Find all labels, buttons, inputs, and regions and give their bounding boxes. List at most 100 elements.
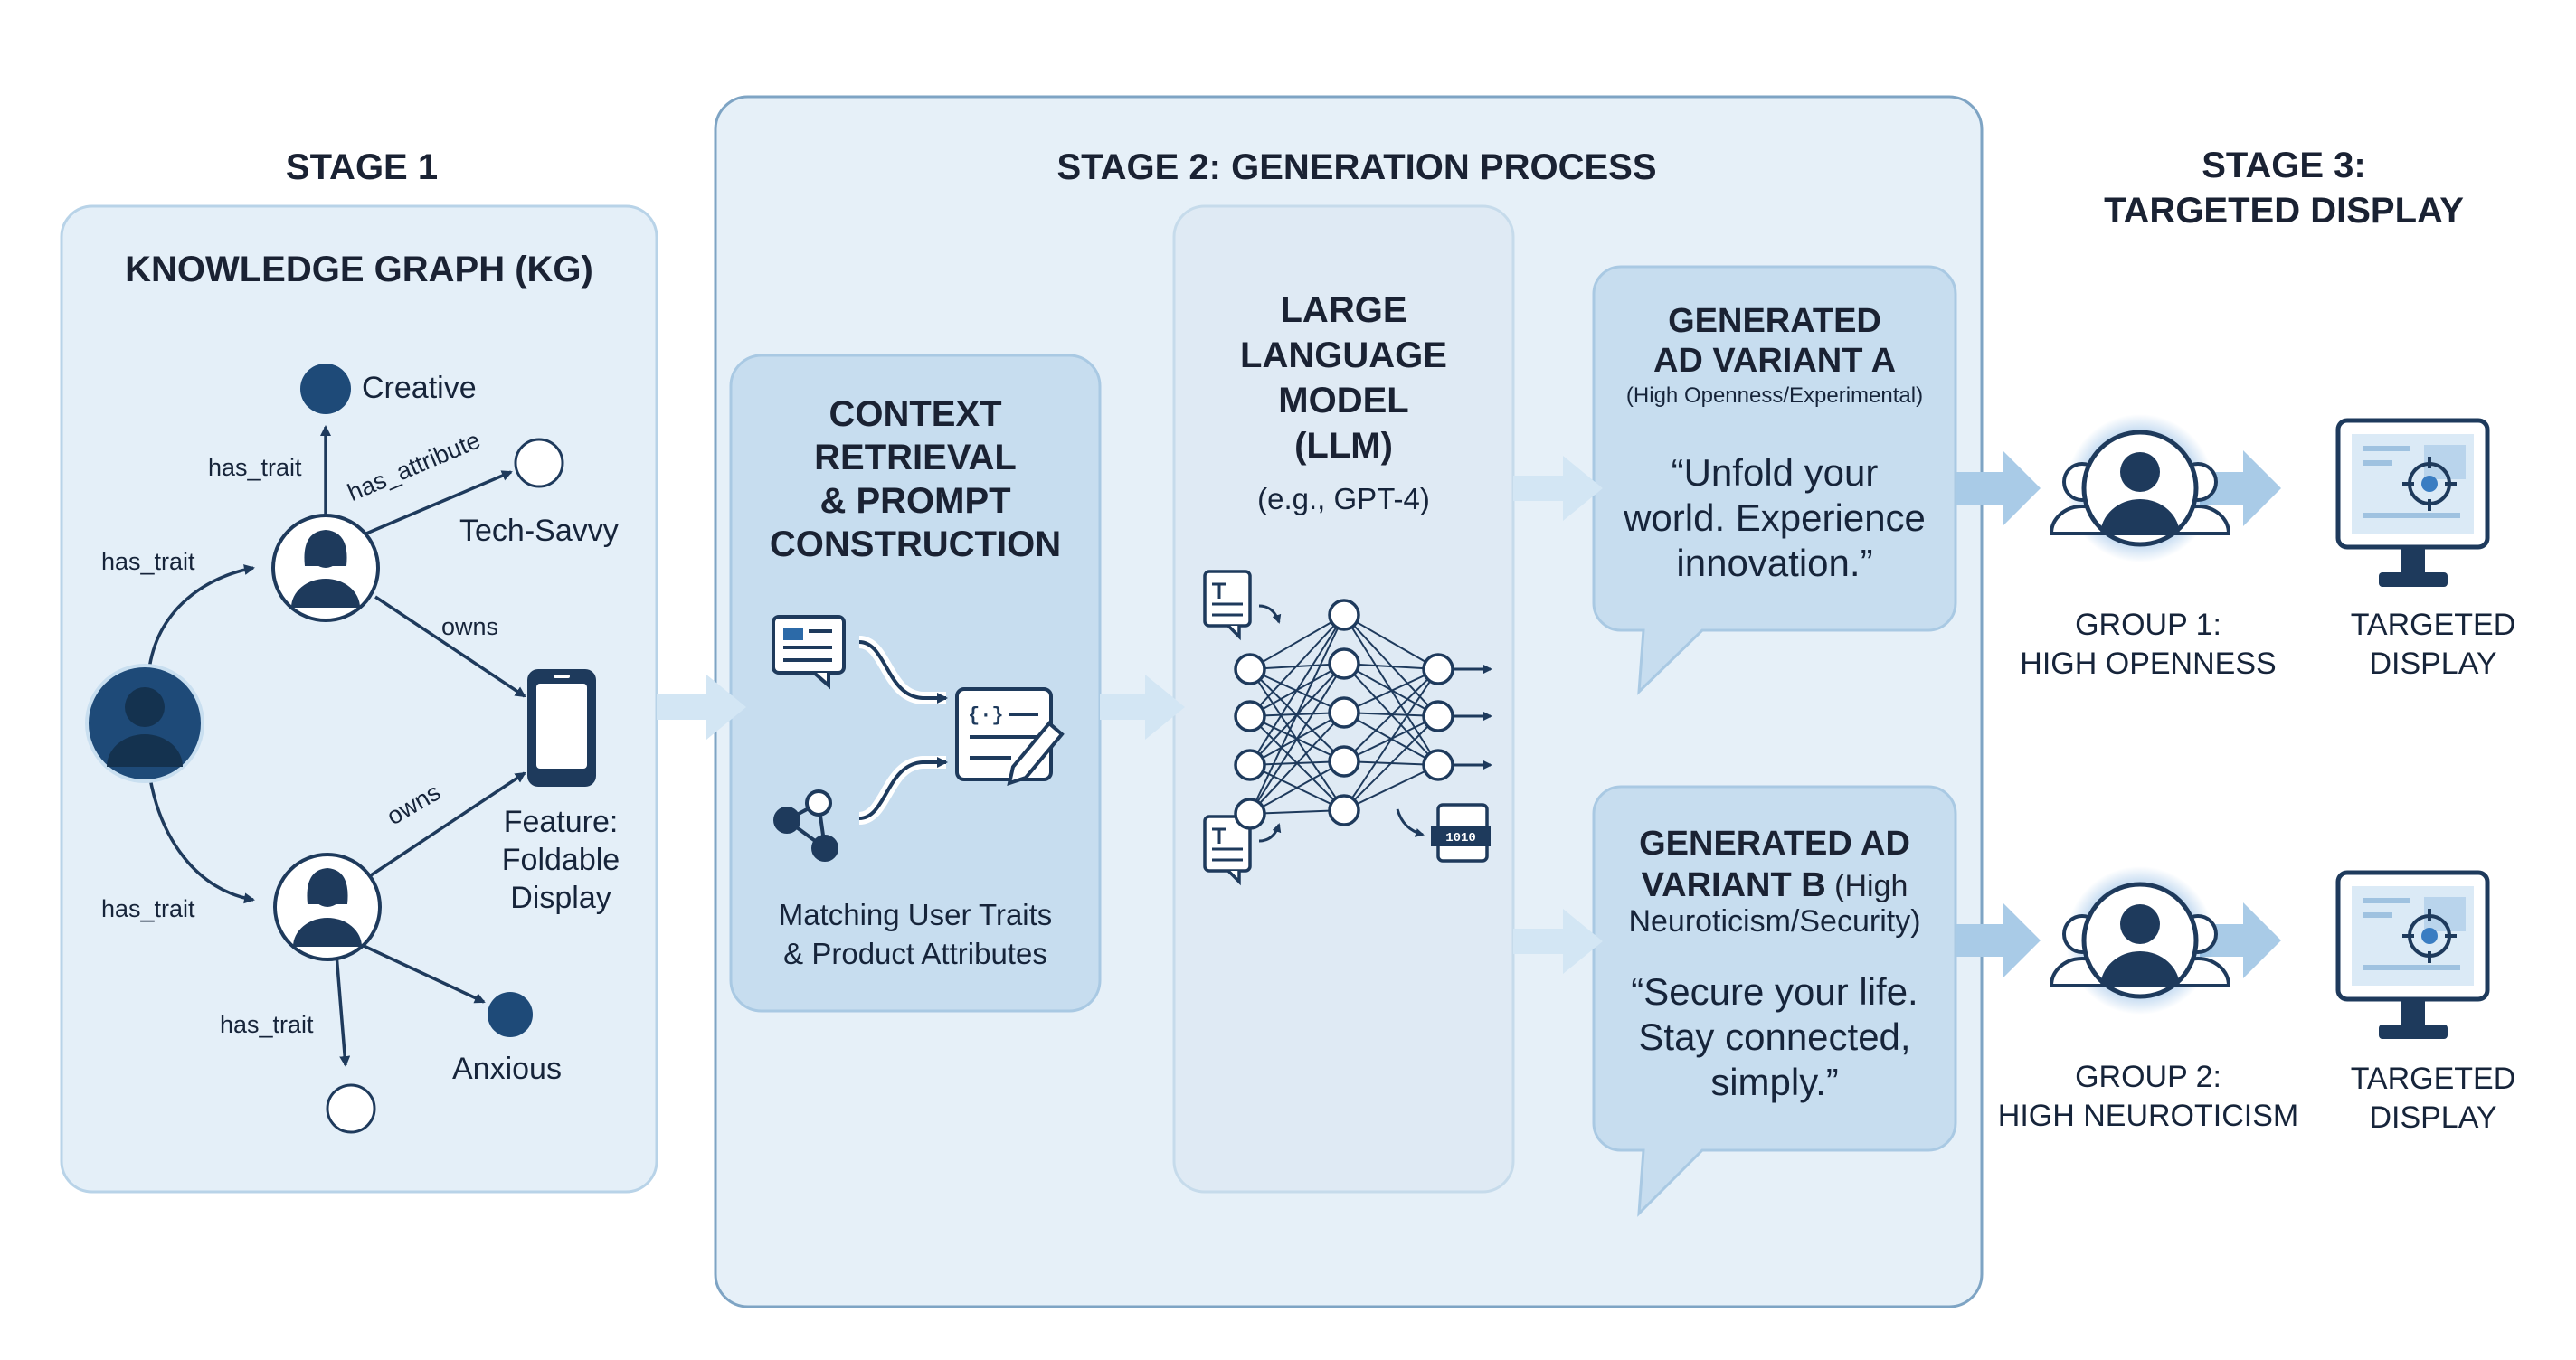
flow-arrow-b-to-group2 [1956, 902, 2041, 978]
variant-b-title-line1: GENERATED AD [1639, 825, 1910, 863]
tech-savvy-node [514, 438, 564, 488]
context-title-line1: CONTEXT [829, 394, 1002, 434]
group1-label: GROUP 1: HIGH OPENNESS [1972, 606, 2325, 684]
smartphone-icon [527, 669, 596, 787]
feature-label: Feature: Foldable Display [470, 803, 651, 917]
context-title-line2: RETRIEVAL [814, 438, 1017, 477]
variant-b-title-bold: VARIANT B [1641, 866, 1826, 904]
flow-arrow-group2-to-display [2200, 902, 2281, 978]
kg-edges [147, 425, 526, 1067]
variant-b-title-rest: (High [1825, 869, 1908, 903]
edge-label-has-trait-b: has_trait [101, 895, 195, 922]
variant-b-subtitle: Neuroticism/Security) [1628, 904, 1921, 939]
prompt-edit-icon: {·} [955, 687, 1065, 787]
variant-a-title-line2: AD VARIANT A [1653, 342, 1897, 380]
edge-empty-bottom [335, 953, 351, 1067]
nn-connection [1343, 668, 1439, 713]
nn-neuron [1234, 653, 1266, 685]
llm-title-line3: MODEL [1278, 381, 1409, 420]
creative-node [300, 364, 351, 414]
nn-connection [1249, 614, 1345, 670]
nn-connection [1249, 712, 1345, 815]
feature-label-line1: Feature: [503, 805, 619, 839]
context-caption-line2: & Product Attributes [783, 937, 1047, 970]
variant-a-subtitle: (High Openness/Experimental) [1625, 383, 1924, 408]
group2-label-line1: GROUP 2: [2075, 1060, 2221, 1094]
nn-neuron [1328, 745, 1360, 778]
nn-neuron [1234, 700, 1266, 732]
variant-a-bubble [1592, 265, 1957, 695]
input-doc-icon-bottom [1203, 815, 1282, 886]
display1-label-line1: TARGETED [2350, 608, 2516, 642]
stage3-title-line2: TARGETED DISPLAY [2104, 191, 2464, 231]
edge-label-has-trait-creative: has_trait [208, 454, 302, 481]
edge-user-to-person-b [147, 766, 255, 904]
neural-network-icon [1234, 599, 1492, 830]
context-title-line4: CONSTRUCTION [769, 524, 1062, 564]
flow-arrow-context-to-llm [1100, 675, 1185, 740]
group1-label-line1: GROUP 1: [2075, 608, 2221, 642]
display2-label: TARGETED DISPLAY [2316, 1060, 2551, 1138]
nn-neuron [1328, 696, 1360, 729]
variant-a-title: GENERATED AD VARIANT A [1594, 301, 1956, 381]
output-code-icon: 1010 [1396, 803, 1491, 863]
edge-anxious [361, 943, 486, 1004]
display1-label-line2: DISPLAY [2369, 647, 2497, 681]
context-title-line3: & PROMPT [819, 481, 1011, 521]
creative-label: Creative [362, 371, 477, 405]
flow-arrow-kg-to-context [657, 675, 746, 740]
empty-trait-node [326, 1083, 376, 1134]
variant-b-title: GENERATED AD VARIANT B (High [1594, 823, 1956, 907]
display2-label-line2: DISPLAY [2369, 1100, 2497, 1135]
group2-label: GROUP 2: HIGH NEUROTICISM [1972, 1058, 2325, 1136]
nn-connection [1343, 668, 1439, 762]
central-user-node [85, 664, 204, 783]
graph-nodes-icon [773, 789, 838, 862]
svg-text:{·}: {·} [968, 704, 1004, 727]
context-caption-line1: Matching User Traits [778, 898, 1053, 931]
nn-neuron [1422, 749, 1454, 781]
variant-b-quote: “Secure your life. Stay connected, simpl… [1594, 969, 1956, 1105]
nn-neuron [1422, 700, 1454, 732]
context-caption: Matching User Traits & Product Attribute… [731, 895, 1100, 973]
svg-text:1010: 1010 [1445, 831, 1476, 845]
nn-connection [1343, 715, 1439, 811]
person-a-node [271, 514, 380, 622]
edge-label-has-trait-a: has_trait [101, 548, 195, 575]
edge-label-has-trait-bottom: has_trait [220, 1011, 314, 1038]
display2-label-line1: TARGETED [2350, 1062, 2516, 1096]
nn-neuron [1234, 798, 1266, 830]
variant-b-quote-line3: simply.” [1710, 1061, 1839, 1103]
nn-connection [1249, 614, 1345, 815]
context-title: CONTEXT RETRIEVAL & PROMPT CONSTRUCTION [731, 392, 1100, 566]
stage3-title-line1: STAGE 3: [2202, 146, 2366, 185]
flow-arrow-llm-to-a [1513, 456, 1603, 521]
stage1-title: STAGE 1 [285, 147, 439, 187]
edge-label-owns-a: owns [441, 613, 499, 640]
feature-label-line2: Foldable [501, 843, 620, 877]
nn-neuron [1422, 653, 1454, 685]
document-chat-icon [772, 615, 846, 690]
variant-a-quote-line1: “Unfold your [1671, 451, 1879, 494]
group1-label-line2: HIGH OPENNESS [2020, 647, 2277, 681]
anxious-node [488, 992, 533, 1037]
tech-savvy-label: Tech-Savvy [459, 514, 619, 548]
nn-neuron [1328, 647, 1360, 680]
nn-connection [1249, 760, 1345, 815]
flow-arrow-llm-to-b [1513, 909, 1603, 974]
display1-monitor-icon [2335, 418, 2490, 587]
variant-a-title-line1: GENERATED [1668, 302, 1881, 340]
stage2-title: STAGE 2: GENERATION PROCESS [1056, 147, 1657, 187]
edge-user-to-person-a [147, 564, 255, 677]
llm-title-line1: LARGE [1280, 290, 1407, 330]
group2-audience-icon [2049, 866, 2231, 1015]
stage3-title: STAGE 3: TARGETED DISPLAY [2062, 143, 2505, 233]
nn-connection [1343, 764, 1439, 811]
feature-label-line3: Display [510, 881, 611, 915]
input-doc-icon-top [1203, 570, 1282, 641]
nn-connection [1343, 614, 1439, 670]
curved-arrows-icon [857, 636, 948, 825]
edge-owns-b [370, 771, 526, 877]
llm-title: LARGE LANGUAGE MODEL (LLM) [1174, 288, 1513, 468]
